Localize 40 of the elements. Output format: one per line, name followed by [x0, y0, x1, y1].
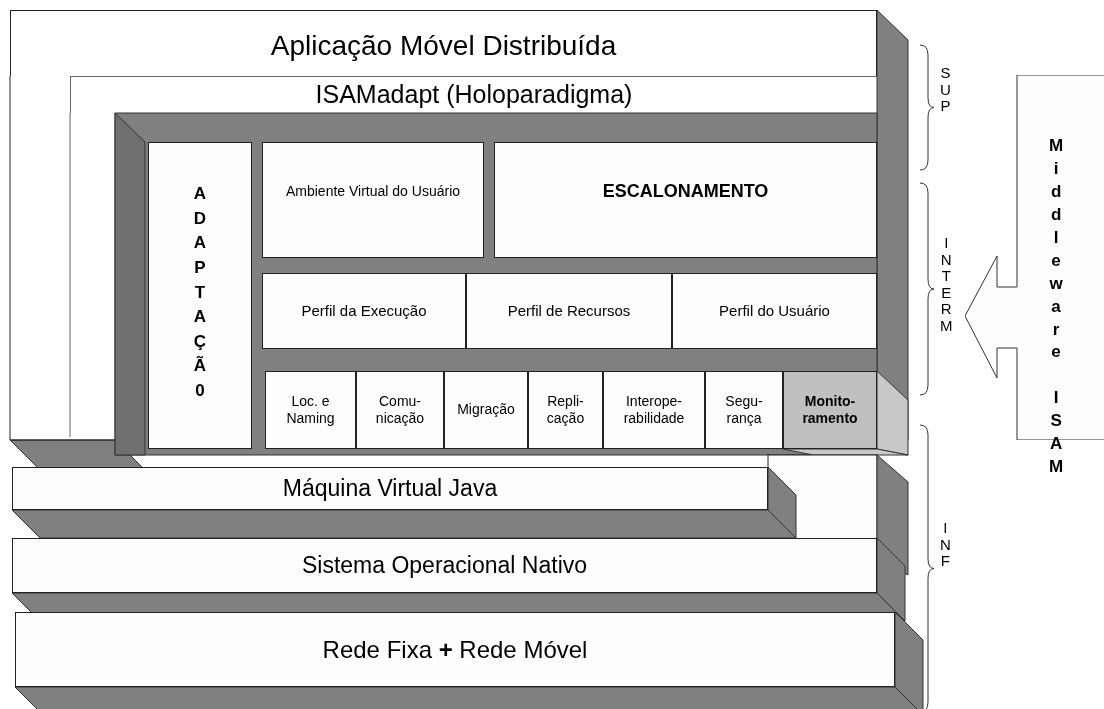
module-label: Perfil de Recursos	[507, 300, 631, 321]
module-box	[783, 371, 877, 449]
module-box	[356, 371, 444, 449]
module-label: Perfil do Usuário	[719, 300, 830, 321]
vertical-text: ADAPTAÇÃ0	[193, 185, 207, 403]
module-box	[265, 371, 356, 449]
layer-box	[12, 467, 768, 510]
module-label: Repli- cação	[545, 392, 586, 428]
module-label: Migração	[457, 401, 515, 419]
module-box	[603, 371, 705, 449]
module-label: Interope- rabilidade	[622, 392, 686, 428]
module-label: Segu- rança	[724, 392, 764, 428]
layer-frame	[10, 10, 877, 76]
layer-box	[15, 612, 895, 687]
module-label: Perfil da Execução	[301, 300, 427, 321]
vertical-text: INF	[940, 520, 951, 570]
module-label: Loc. e Naming	[285, 392, 336, 428]
vertical-text: Middleware ISAM	[1049, 137, 1064, 479]
layer-title: ISAMadapt (Holoparadigma)	[314, 79, 634, 110]
layer-box	[12, 538, 877, 593]
layer-label: Sistema Operacional Nativo	[301, 551, 588, 581]
module-box	[705, 371, 783, 449]
module-box	[262, 273, 466, 349]
layer-label: Máquina Virtual Java	[282, 474, 498, 504]
module-label: Ambiente Virtual do Usuário	[285, 181, 461, 201]
module-box	[148, 142, 252, 449]
module-box	[466, 273, 672, 349]
module-box	[262, 142, 484, 258]
module-label: Monito- ramento	[801, 392, 859, 428]
module-label: ESCALONAMENTO	[602, 179, 769, 203]
module-box	[494, 142, 877, 258]
layer-label: Rede Fixa + Rede Móvel	[322, 634, 588, 665]
module-box	[444, 371, 528, 449]
module-box	[672, 273, 877, 349]
layer-frame	[70, 76, 877, 113]
module-label: Comu- nicação	[374, 392, 426, 428]
vertical-text: INTERM	[940, 235, 953, 334]
vertical-text: SUP	[940, 65, 951, 115]
layer-title: Aplicação Móvel Distribuída	[269, 29, 618, 63]
module-box	[528, 371, 603, 449]
